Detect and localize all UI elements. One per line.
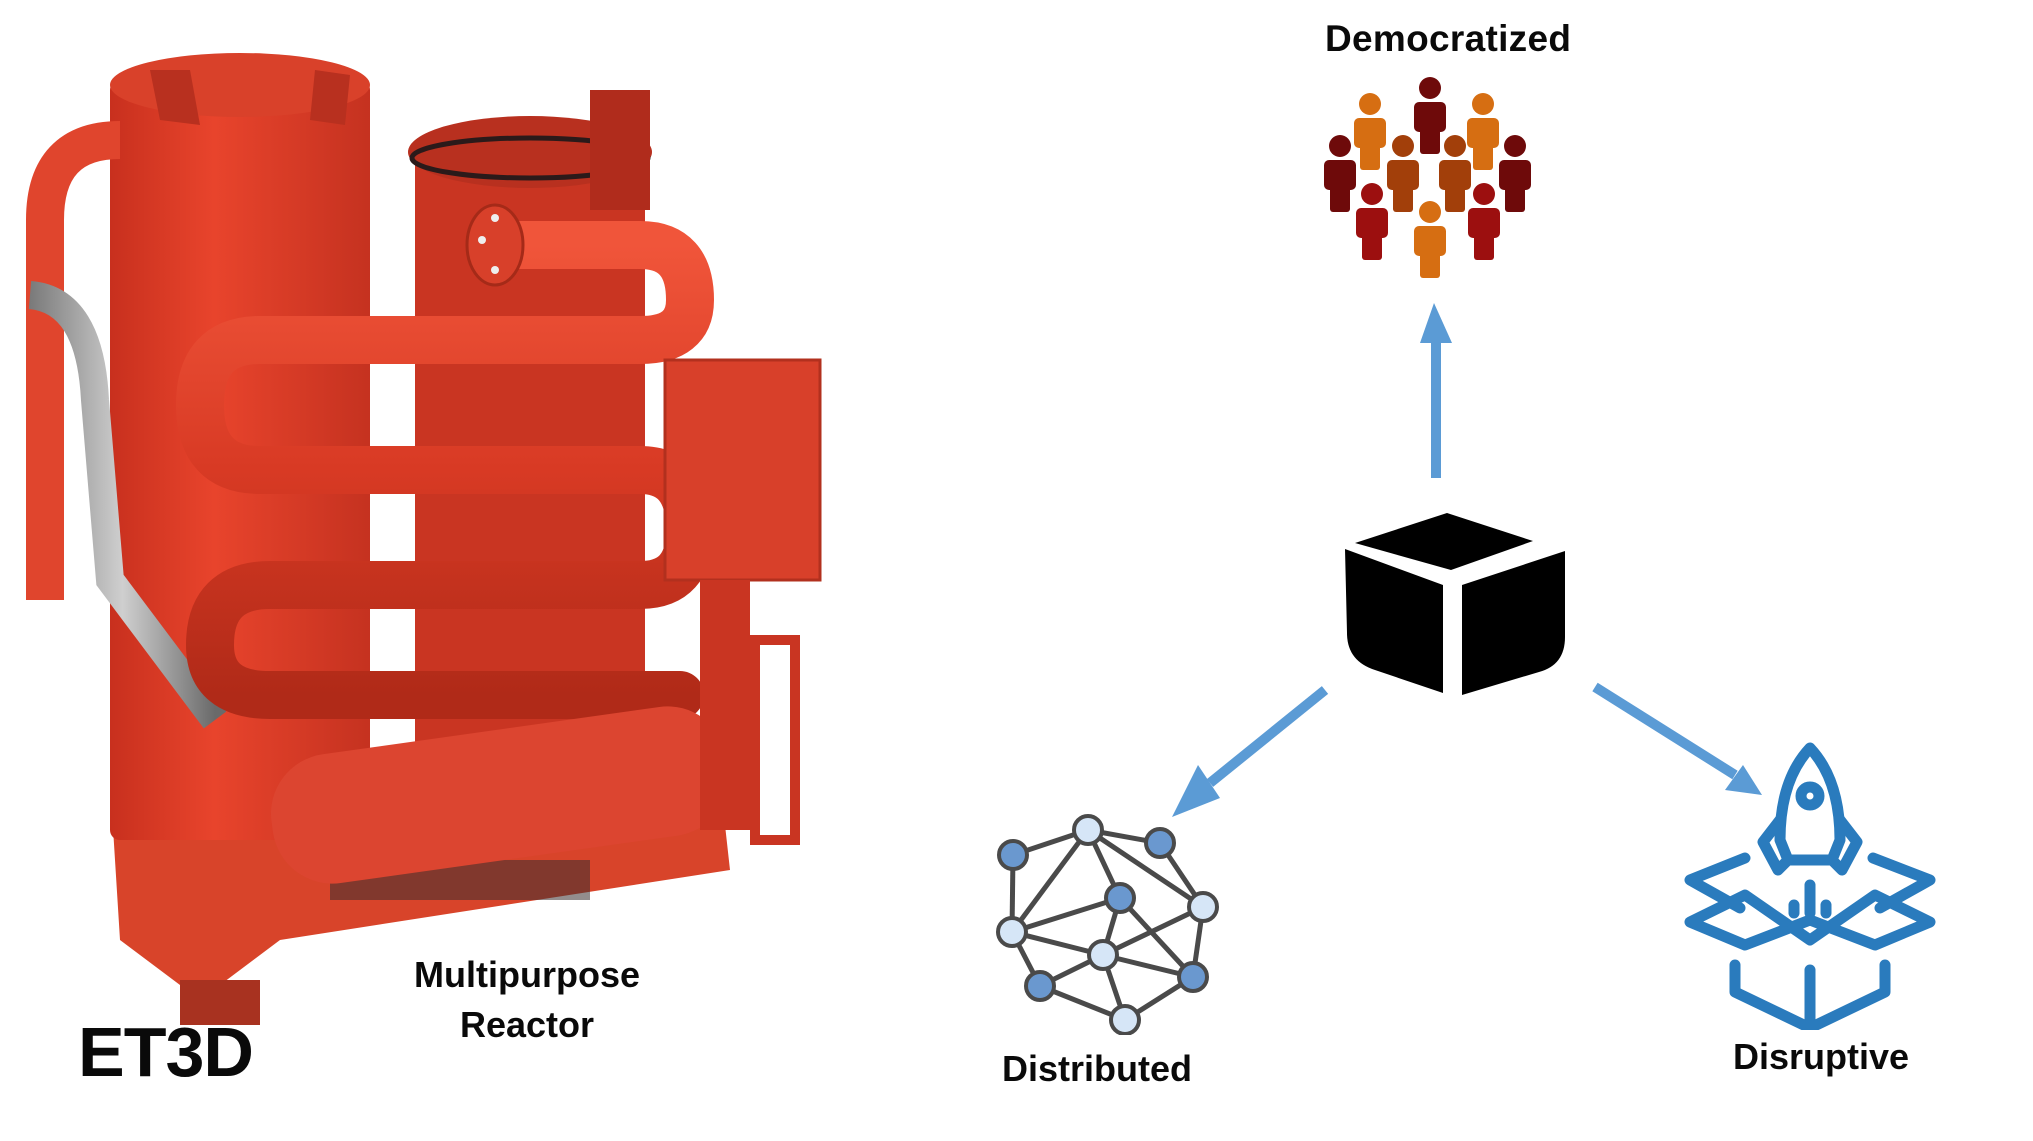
person-figure	[1414, 201, 1446, 278]
person-figure	[1468, 183, 1500, 260]
network-node	[1104, 882, 1136, 914]
cube-icon	[1345, 513, 1565, 695]
serpentine-coil	[175, 221, 715, 719]
network-node	[997, 839, 1029, 871]
left-pipe	[26, 121, 121, 600]
network-edge	[1009, 828, 1091, 934]
person-figure	[1499, 135, 1531, 212]
reactor-photo	[26, 53, 822, 1025]
network-edge	[1086, 827, 1205, 910]
arrow-down-right	[1592, 682, 1762, 795]
flange	[465, 203, 525, 287]
network-edge	[1011, 895, 1121, 935]
network-icon	[996, 814, 1219, 1035]
network-edge	[1118, 896, 1195, 979]
person-figure	[1324, 135, 1356, 212]
network-node	[1144, 827, 1176, 859]
network-node	[1109, 1004, 1141, 1035]
et3d-title: ET3D	[78, 1013, 254, 1091]
network-node	[1024, 970, 1056, 1002]
network-node	[1087, 939, 1119, 971]
control-box	[663, 358, 822, 845]
people-group-icon	[1324, 77, 1531, 278]
network-node	[1072, 814, 1104, 846]
reactor-caption-line1: Multipurpose	[414, 954, 640, 995]
network-edge	[1101, 904, 1205, 958]
reactor-caption: Multipurpose Reactor	[392, 950, 662, 1050]
person-figure	[1414, 77, 1446, 154]
disruptive-label: Disruptive	[1733, 1036, 1910, 1077]
person-figure	[1354, 93, 1386, 170]
distributed-label: Distributed	[1002, 1048, 1193, 1089]
steel-pipe	[28, 281, 227, 729]
person-figure	[1387, 135, 1419, 212]
reactor-caption-line2: Reactor	[459, 1004, 595, 1045]
bottom-drum	[270, 706, 730, 884]
democratized-label: Democratized	[1325, 18, 1572, 59]
network-node	[996, 916, 1028, 948]
arrow-down-left	[1172, 686, 1329, 817]
arrow-up	[1420, 303, 1452, 478]
person-figure	[1356, 183, 1388, 260]
rocket-box-icon	[1684, 742, 1936, 1030]
network-node	[1187, 891, 1219, 923]
network-node	[1177, 961, 1209, 993]
person-figure	[1439, 135, 1471, 212]
person-figure	[1467, 93, 1499, 170]
